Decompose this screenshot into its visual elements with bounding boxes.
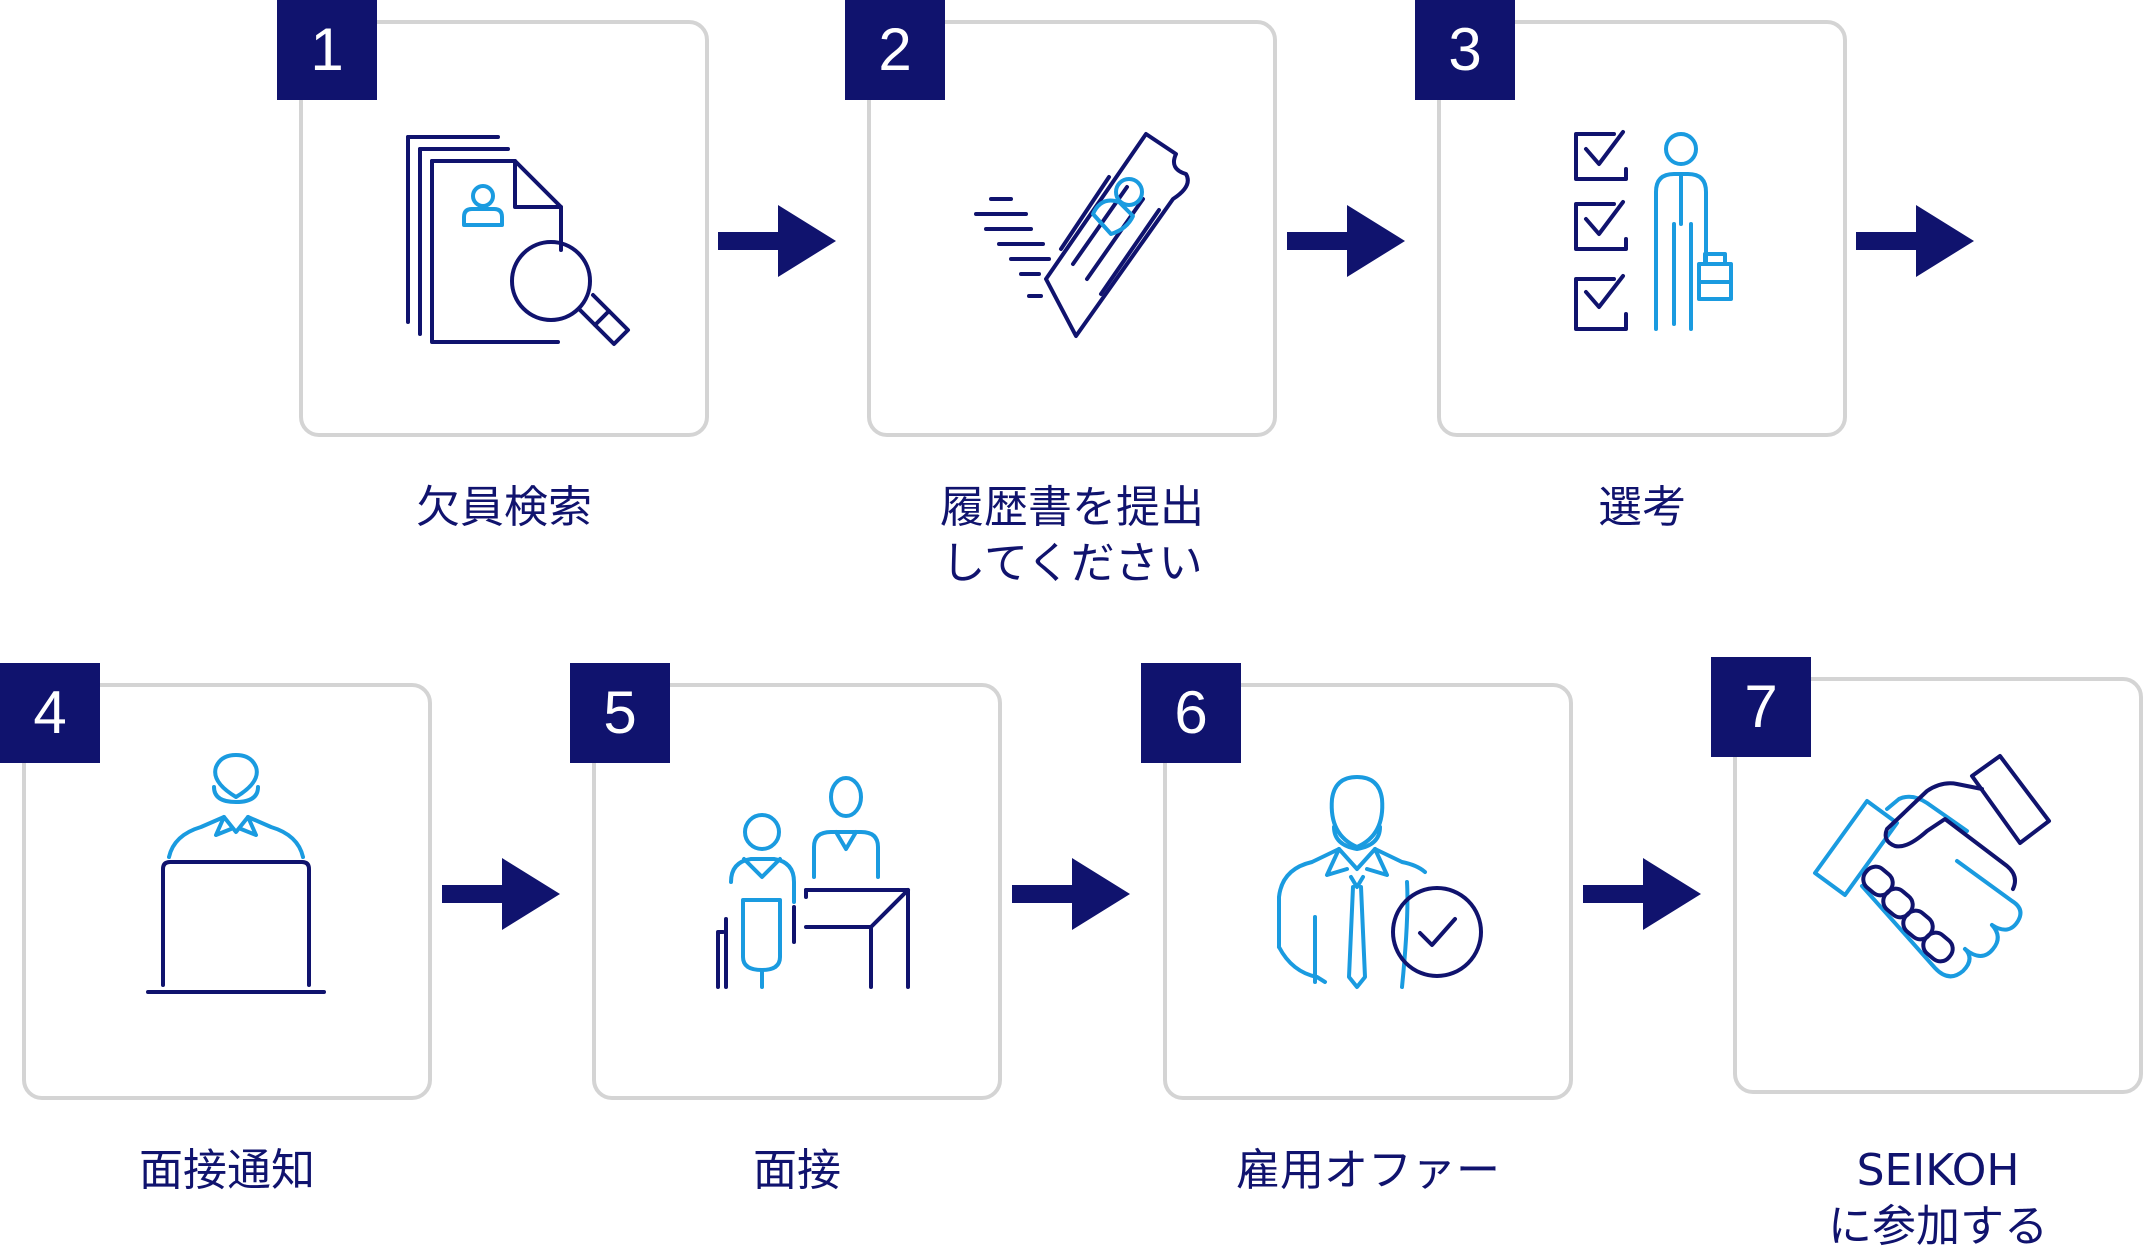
step-label: 雇用オファー <box>1236 1145 1500 1196</box>
step-number-badge: 7 <box>1711 657 1811 757</box>
arrow-right-icon <box>442 858 560 930</box>
step-number-badge: 3 <box>1415 0 1515 100</box>
handshake-icon <box>1813 754 2051 979</box>
step-label: SEIKOH に参加する <box>1828 1145 2048 1252</box>
person-approved-icon <box>1277 775 1483 989</box>
step-number-badge: 5 <box>570 663 670 763</box>
person-laptop-icon <box>146 753 326 994</box>
step-label: 面接通知 <box>139 1145 315 1196</box>
step-label: 面接 <box>753 1145 841 1196</box>
arrow-right-icon <box>1583 858 1701 930</box>
step-label: 選考 <box>1598 482 1686 533</box>
step-number-badge: 6 <box>1141 663 1241 763</box>
arrow-right-icon <box>718 205 836 277</box>
checklist-candidate-icon <box>1574 130 1733 331</box>
arrow-right-icon <box>1012 858 1130 930</box>
step-number-badge: 1 <box>277 0 377 100</box>
step-label: 欠員検索 <box>416 482 592 533</box>
arrow-right-icon <box>1856 205 1974 277</box>
step-number-badge: 4 <box>0 663 100 763</box>
interview-desk-icon <box>716 776 910 989</box>
step-number-badge: 2 <box>845 0 945 100</box>
step-label: 履歴書を提出 してください <box>940 482 1204 589</box>
arrow-right-icon <box>1287 205 1405 277</box>
document-search-icon <box>406 135 630 346</box>
resume-submit-icon <box>974 132 1190 338</box>
